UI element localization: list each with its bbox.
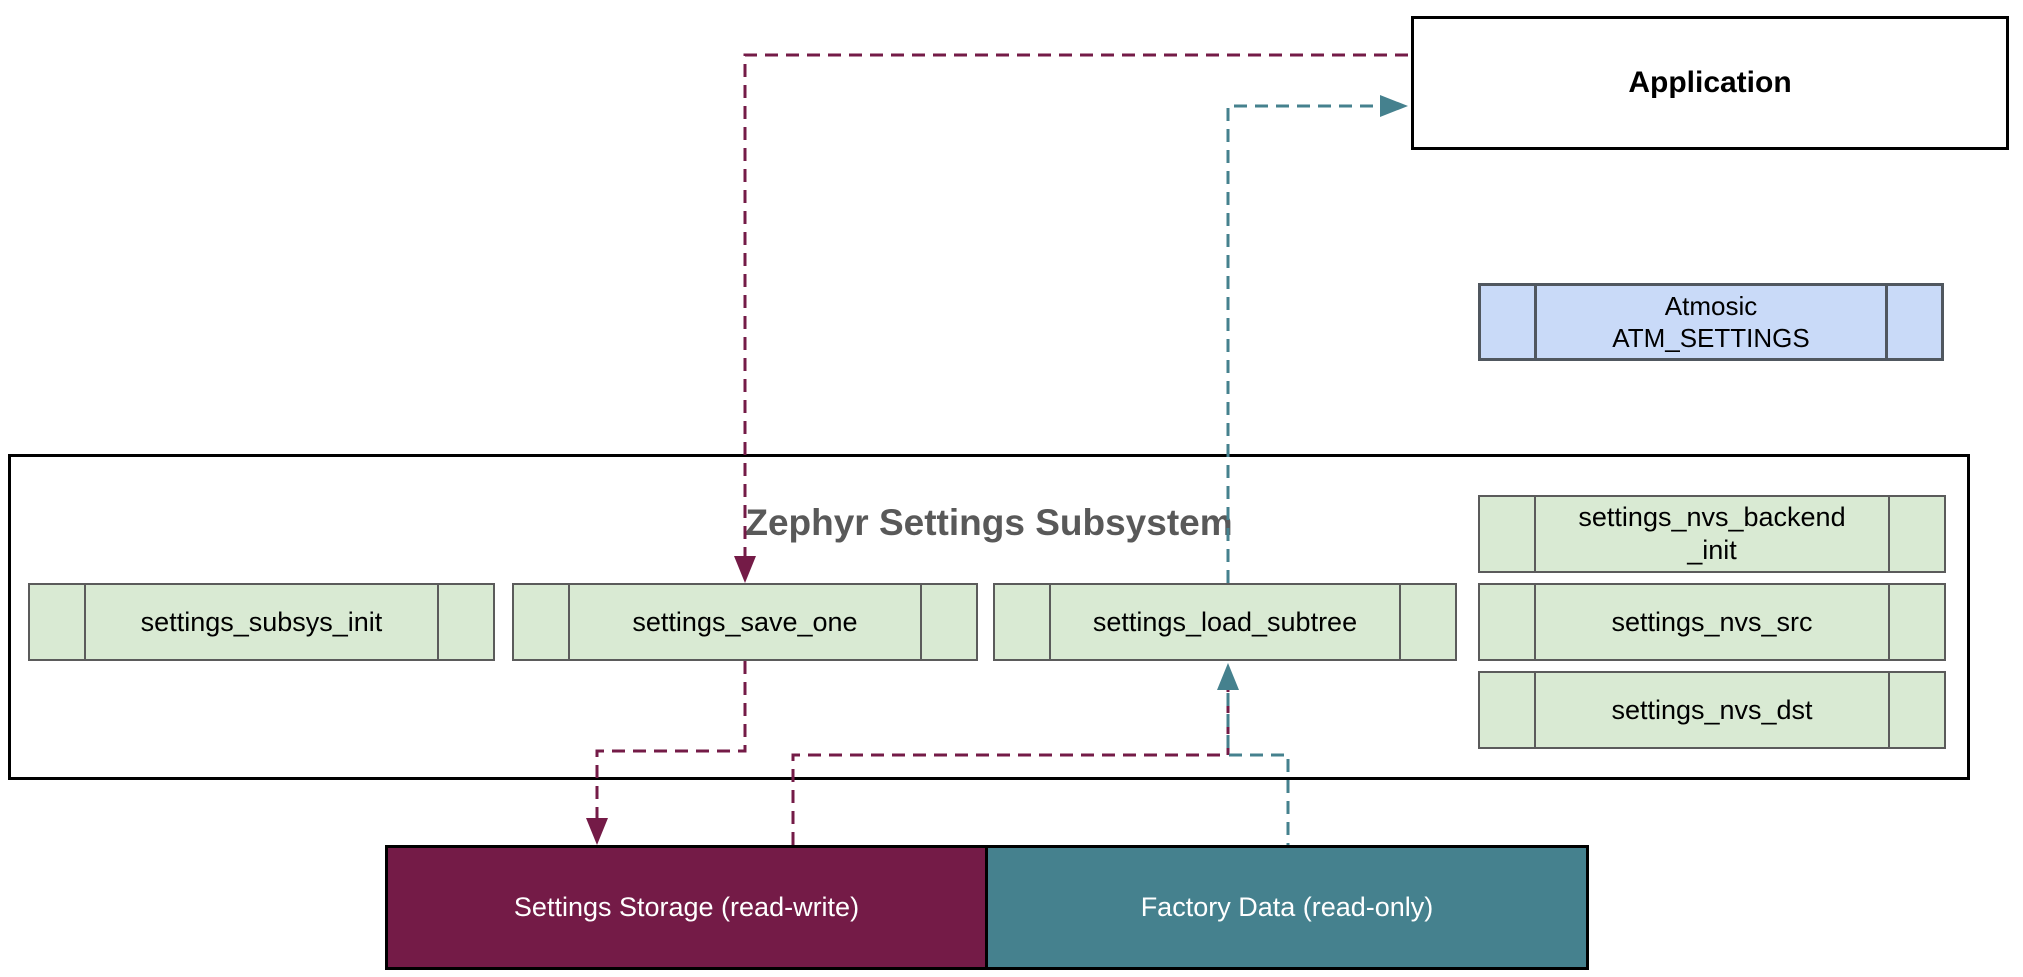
atmosic-atm-settings-box: Atmosic ATM_SETTINGS	[1478, 283, 1944, 361]
settings-nvs-backend-init-box: settings_nvs_backend _init	[1478, 495, 1946, 573]
left-strip	[30, 585, 86, 659]
application-box: Application	[1411, 16, 2009, 150]
atmosic-label: Atmosic ATM_SETTINGS	[1537, 286, 1885, 358]
label-line2: _init	[1687, 535, 1737, 565]
right-strip	[1888, 585, 1944, 659]
atmosic-label-line1: Atmosic	[1664, 291, 1758, 321]
settings-subsys-init-label: settings_subsys_init	[140, 606, 383, 637]
left-strip	[1480, 497, 1536, 571]
settings-load-subtree-box: settings_load_subtree	[993, 583, 1457, 661]
right-strip	[1888, 673, 1944, 747]
settings-nvs-backend-init-label: settings_nvs_backend _init	[1536, 497, 1888, 571]
settings-nvs-src-label: settings_nvs_src	[1611, 606, 1813, 637]
atmosic-label-line2: ATM_SETTINGS	[1612, 323, 1810, 353]
left-strip	[1480, 673, 1536, 747]
right-strip	[1888, 497, 1944, 571]
factory-data-label: Factory Data (read-only)	[1140, 892, 1434, 922]
factory-data-box: Factory Data (read-only)	[988, 848, 1586, 967]
settings-nvs-src-box: settings_nvs_src	[1478, 583, 1946, 661]
storage-strip: Settings Storage (read-write) Factory Da…	[385, 845, 1589, 970]
left-strip	[995, 585, 1051, 659]
settings-storage-label: Settings Storage (read-write)	[513, 892, 860, 922]
settings-save-one-box: settings_save_one	[512, 583, 978, 661]
load-app-connector-arrowhead	[1380, 95, 1408, 117]
atmosic-left-strip	[1481, 286, 1537, 358]
right-strip	[920, 585, 976, 659]
settings-load-subtree-label: settings_load_subtree	[1092, 606, 1358, 637]
left-strip	[514, 585, 570, 659]
application-label: Application	[1628, 66, 1792, 99]
right-strip	[1399, 585, 1455, 659]
right-strip	[437, 585, 493, 659]
settings-subsys-init-box: settings_subsys_init	[28, 583, 495, 661]
label-line1: settings_nvs_backend	[1578, 502, 1846, 532]
atmosic-right-strip	[1885, 286, 1941, 358]
settings-save-one-label: settings_save_one	[632, 606, 858, 637]
settings-storage-box: Settings Storage (read-write)	[388, 848, 988, 967]
left-strip	[1480, 585, 1536, 659]
settings-nvs-dst-box: settings_nvs_dst	[1478, 671, 1946, 749]
settings-nvs-dst-label: settings_nvs_dst	[1611, 694, 1813, 725]
write-connector-arrowhead	[586, 818, 608, 845]
